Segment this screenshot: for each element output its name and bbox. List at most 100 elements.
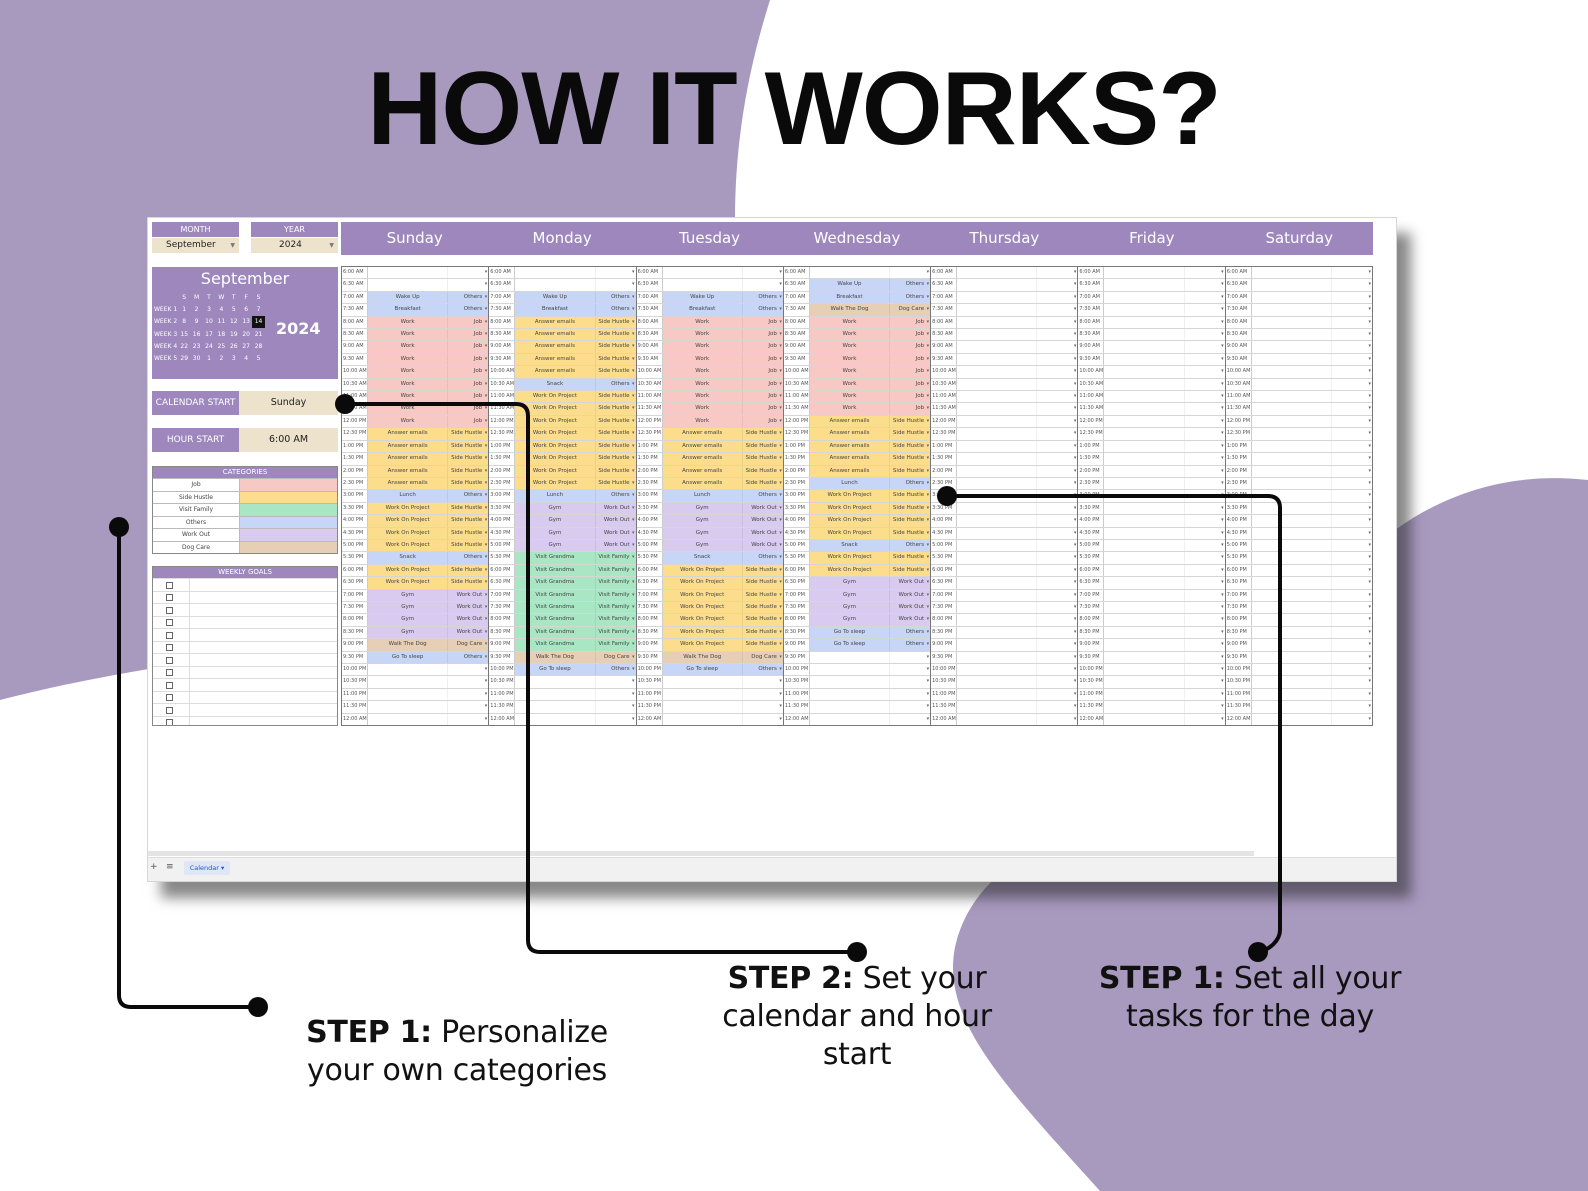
horizontal-scrollbar[interactable]: [148, 851, 1254, 856]
category-dropdown[interactable]: Side Hustle: [447, 564, 489, 577]
category-dropdown[interactable]: Side Hustle: [594, 391, 636, 403]
task-cell[interactable]: [1104, 391, 1183, 402]
task-cell[interactable]: Work: [809, 403, 890, 415]
task-cell[interactable]: Work: [662, 316, 742, 329]
task-cell[interactable]: Answer emails: [515, 316, 595, 329]
category-dropdown[interactable]: Job: [447, 341, 489, 353]
category-dropdown[interactable]: Work Out: [741, 515, 783, 527]
category-dropdown[interactable]: [1183, 577, 1225, 589]
task-cell[interactable]: [663, 267, 742, 278]
mini-calendar-day[interactable]: 17: [205, 330, 213, 338]
category-dropdown[interactable]: [1330, 614, 1372, 626]
task-cell[interactable]: Gym: [809, 589, 890, 601]
task-cell[interactable]: Gym: [809, 577, 890, 589]
goal-checkbox[interactable]: [166, 606, 173, 614]
task-cell[interactable]: [957, 689, 1036, 700]
task-cell[interactable]: [1104, 453, 1183, 464]
category-dropdown[interactable]: Job: [741, 329, 783, 341]
category-dropdown[interactable]: Job: [741, 391, 783, 403]
category-dropdown[interactable]: [1036, 465, 1077, 477]
goal-text-cell[interactable]: [189, 579, 337, 591]
category-dropdown[interactable]: Others: [889, 279, 931, 291]
category-dropdown[interactable]: [1036, 552, 1077, 564]
category-dropdown[interactable]: Side Hustle: [741, 465, 783, 477]
category-dropdown[interactable]: [1036, 477, 1077, 490]
task-cell[interactable]: [1252, 354, 1331, 365]
task-cell[interactable]: [1252, 391, 1331, 402]
category-dropdown[interactable]: Side Hustle: [447, 539, 489, 552]
task-cell[interactable]: [1252, 366, 1331, 377]
task-cell[interactable]: [368, 267, 447, 278]
task-cell[interactable]: [1252, 403, 1331, 414]
category-dropdown[interactable]: Side Hustle: [594, 440, 636, 453]
task-cell[interactable]: Work: [368, 403, 448, 415]
task-cell[interactable]: Gym: [368, 601, 448, 614]
mini-calendar-day[interactable]: 3: [207, 306, 211, 313]
task-cell[interactable]: [957, 341, 1036, 352]
category-dropdown[interactable]: Others: [741, 664, 783, 676]
task-cell[interactable]: [810, 701, 889, 712]
category-dropdown[interactable]: Job: [741, 316, 783, 329]
task-cell[interactable]: Breakfast: [368, 304, 448, 316]
task-cell[interactable]: Work On Project: [809, 490, 890, 502]
category-dropdown[interactable]: [1036, 676, 1077, 688]
category-dropdown[interactable]: [1330, 477, 1372, 490]
task-cell[interactable]: [957, 577, 1036, 588]
category-dropdown[interactable]: Side Hustle: [741, 577, 783, 589]
task-cell[interactable]: Gym: [809, 614, 890, 626]
category-dropdown[interactable]: [1330, 341, 1372, 353]
category-dropdown[interactable]: Job: [447, 391, 489, 403]
task-cell[interactable]: [957, 391, 1036, 402]
goal-text-cell[interactable]: [189, 666, 337, 678]
task-cell[interactable]: Gym: [515, 527, 595, 539]
task-cell[interactable]: Answer emails: [515, 329, 595, 341]
task-cell[interactable]: Go To sleep: [809, 639, 890, 651]
category-row[interactable]: Dog Care: [153, 540, 337, 553]
task-cell[interactable]: Work: [662, 353, 742, 366]
task-cell[interactable]: [1252, 292, 1331, 303]
mini-calendar-day[interactable]: 21: [254, 330, 263, 338]
task-cell[interactable]: [1252, 317, 1331, 328]
category-dropdown[interactable]: Side Hustle: [594, 465, 636, 477]
category-dropdown[interactable]: [1036, 291, 1077, 304]
task-cell[interactable]: Work On Project: [662, 626, 742, 639]
category-dropdown[interactable]: [1183, 713, 1225, 726]
category-dropdown[interactable]: [1036, 688, 1077, 701]
task-cell[interactable]: [1104, 714, 1183, 725]
category-dropdown[interactable]: [1183, 552, 1225, 564]
task-cell[interactable]: [1104, 441, 1183, 452]
task-cell[interactable]: [1252, 441, 1331, 452]
category-dropdown[interactable]: [594, 701, 636, 713]
task-cell[interactable]: Work: [662, 403, 742, 415]
task-cell[interactable]: Work: [662, 415, 742, 428]
category-dropdown[interactable]: [1036, 614, 1077, 626]
task-cell[interactable]: Work On Project: [515, 403, 595, 415]
category-dropdown[interactable]: Job: [889, 366, 931, 378]
category-dropdown[interactable]: Dog Care: [889, 304, 931, 316]
task-cell[interactable]: [515, 701, 594, 712]
category-dropdown[interactable]: [1183, 428, 1225, 440]
category-dropdown[interactable]: [1330, 515, 1372, 527]
category-dropdown[interactable]: [1036, 515, 1077, 527]
task-cell[interactable]: [1104, 304, 1183, 315]
task-cell[interactable]: Work: [809, 341, 890, 353]
task-cell[interactable]: [957, 528, 1036, 539]
task-cell[interactable]: [1252, 540, 1331, 551]
category-dropdown[interactable]: [1036, 415, 1077, 428]
mini-calendar-day[interactable]: 14: [252, 316, 265, 329]
category-dropdown[interactable]: [889, 664, 930, 676]
category-row[interactable]: Side Hustle: [153, 490, 337, 503]
task-cell[interactable]: [1252, 490, 1331, 501]
task-cell[interactable]: [1252, 503, 1331, 514]
task-cell[interactable]: [1252, 428, 1331, 439]
category-dropdown[interactable]: Visit Family: [594, 639, 636, 651]
category-dropdown[interactable]: Side Hustle: [889, 502, 931, 515]
task-cell[interactable]: [368, 676, 447, 687]
task-cell[interactable]: Snack: [368, 552, 448, 564]
task-cell[interactable]: Breakfast: [809, 291, 890, 304]
task-cell[interactable]: Answer emails: [368, 440, 448, 453]
task-cell[interactable]: [957, 503, 1036, 514]
task-cell[interactable]: [663, 676, 742, 687]
category-dropdown[interactable]: [447, 267, 488, 279]
mini-calendar-day[interactable]: 15: [180, 330, 189, 338]
